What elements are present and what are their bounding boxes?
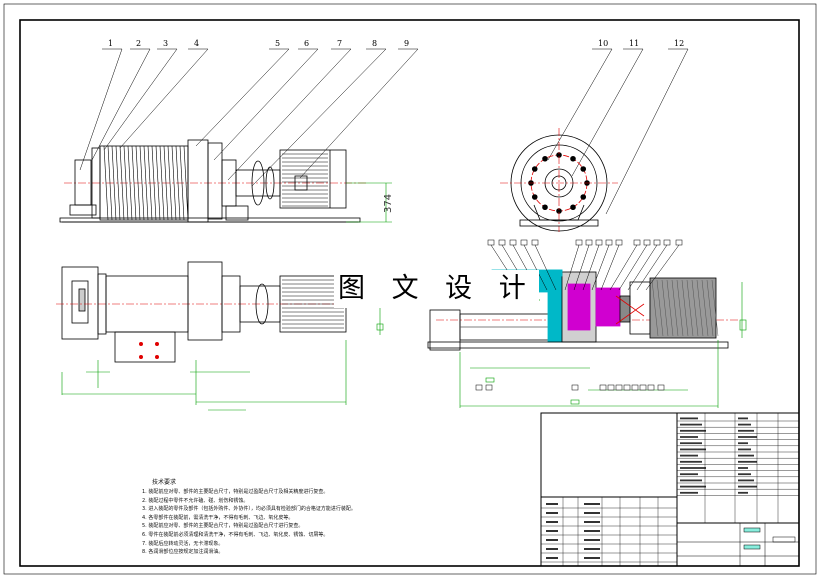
drawing-border xyxy=(19,19,800,567)
note-line: 4. 各零部件在装配前，需清洗干净，不得有毛刺、飞边、氧化皮等。 xyxy=(142,514,294,521)
motor-body xyxy=(279,149,347,209)
callout-label: 12 xyxy=(674,39,684,48)
side-base xyxy=(519,219,599,227)
gearbox-housing xyxy=(187,139,209,223)
gearbox-cover xyxy=(207,142,223,220)
outer-frame xyxy=(3,3,817,575)
callout-label: 11 xyxy=(629,39,639,48)
note-line: 5. 装配前应对零、部件的主要配合尺寸，特别是过盈配合尺寸进行复查。 xyxy=(142,523,304,530)
section-magenta-gear xyxy=(567,283,591,331)
note-line: 7. 装配后应转动灵活，无卡滞现象。 xyxy=(142,540,224,547)
callout-label: 6 xyxy=(304,39,309,48)
motor-terminal-box xyxy=(294,175,308,191)
section-cyan-flange xyxy=(547,269,563,343)
left-foot xyxy=(69,204,97,216)
left-bearing-block xyxy=(74,159,92,206)
coupling-disc xyxy=(265,166,275,200)
section-left-support xyxy=(429,309,461,351)
callout-label: 1 xyxy=(108,39,113,48)
brake-disc xyxy=(251,160,265,206)
side-view xyxy=(500,128,618,232)
dimension-374: 374 xyxy=(383,194,394,213)
note-line: 1. 装配前应对零、部件的主要配合尺寸，特别是过盈配合尺寸及相关精度进行复查。 xyxy=(142,489,329,495)
callout-label: 7 xyxy=(337,39,342,48)
section-base xyxy=(427,341,729,349)
note-line: 2. 装配过程中零件不允许磕、碰、划伤和锈蚀。 xyxy=(142,497,249,504)
title-block xyxy=(540,412,800,567)
callout-label: 9 xyxy=(404,39,409,48)
callout-label: 2 xyxy=(136,39,141,48)
watermark-text: 图 文 设 计 xyxy=(334,270,539,308)
plan-view xyxy=(56,261,360,363)
plan-gearbox xyxy=(187,261,223,341)
notes-title: 技术要求 xyxy=(152,479,177,486)
title-block-entries xyxy=(541,413,799,566)
note-line: 8. 各润滑部位应按规定加注润滑油。 xyxy=(142,549,224,556)
callout-label: 10 xyxy=(598,39,608,48)
callout-label: 3 xyxy=(163,39,168,48)
height-dimension xyxy=(346,182,392,223)
technical-requirements: 技术要求 1. 装配前应对零、部件的主要配合尺寸，特别是过盈配合尺寸及相关精度进… xyxy=(142,477,542,557)
callout-label: 8 xyxy=(372,39,377,48)
callout-label: 5 xyxy=(275,39,280,48)
support-foot xyxy=(225,205,249,221)
note-line: 6. 零件在装配前必须清理和清洗干净，不得有毛刺、飞边、氧化皮、锈蚀、切屑等。 xyxy=(142,531,329,538)
front-view xyxy=(59,139,366,223)
plan-lower-frame xyxy=(114,331,176,363)
section-label-boxes xyxy=(475,239,683,391)
note-line: 3. 进入装配的零件及部件（包括外购件、外协件），均必须具有检验部门的合格证方能… xyxy=(142,506,356,513)
callout-label: 4 xyxy=(194,39,199,48)
